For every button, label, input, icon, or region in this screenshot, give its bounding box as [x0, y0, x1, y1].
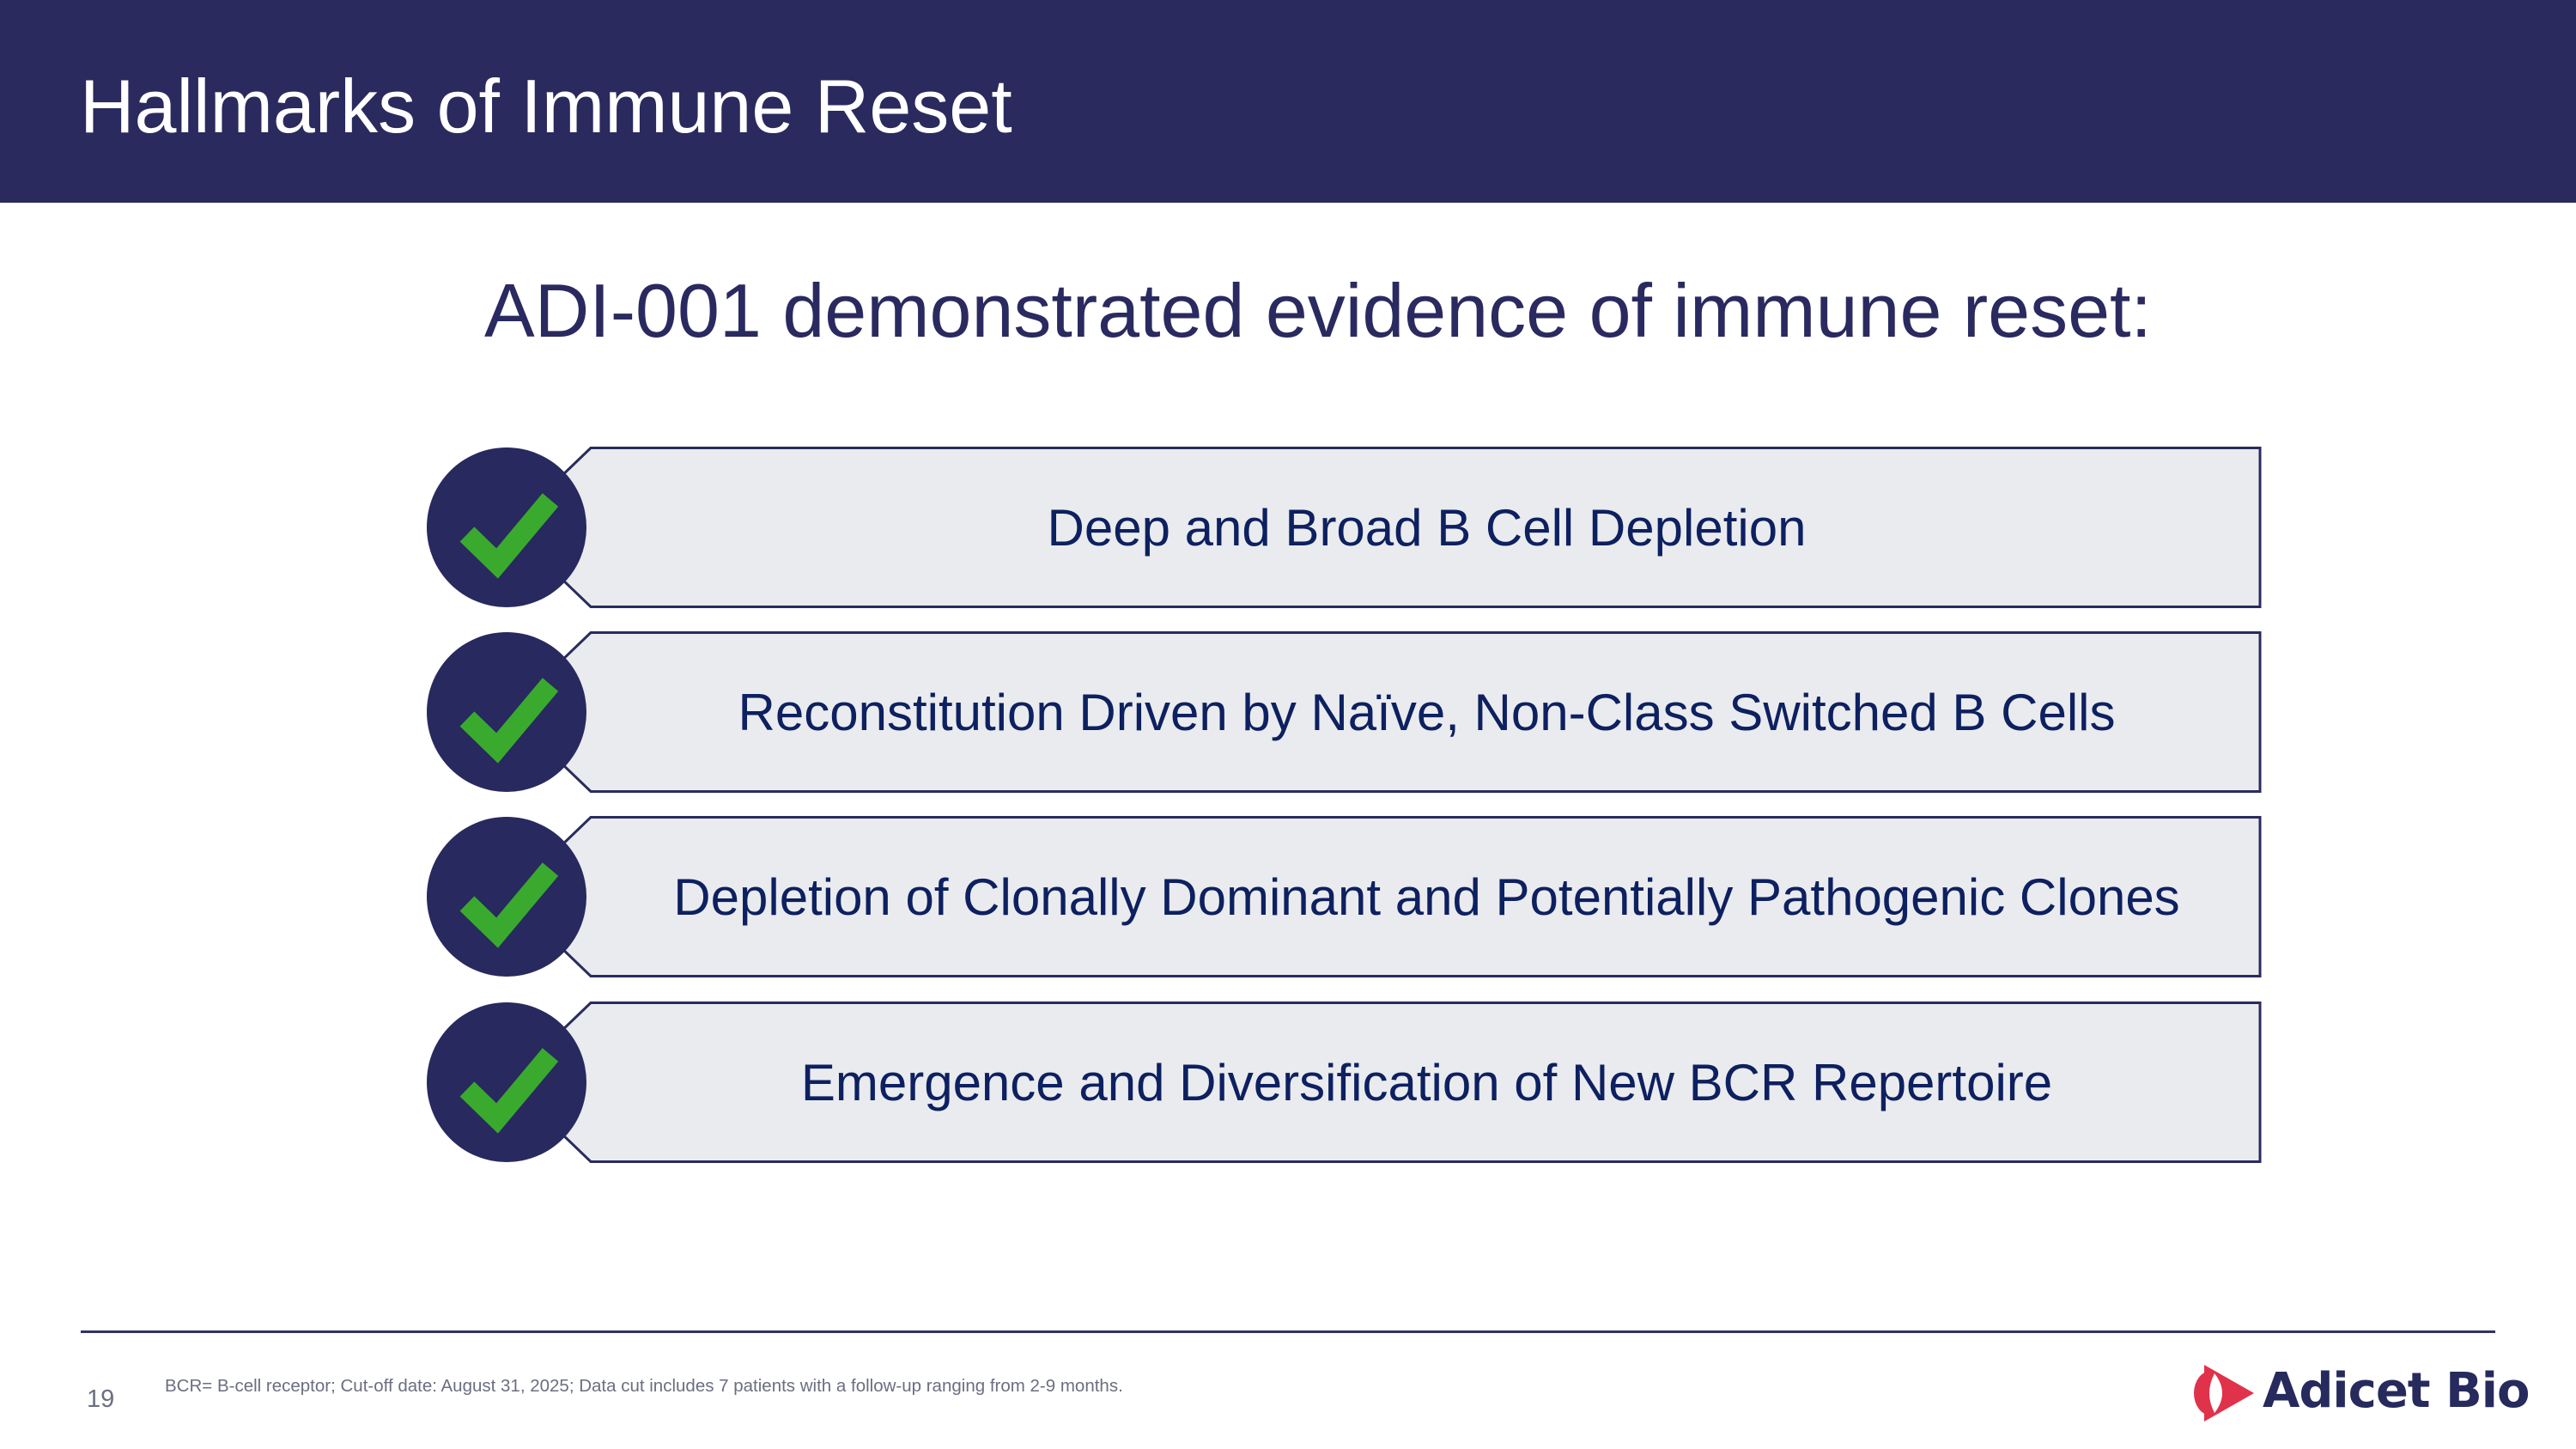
page-number: 19	[87, 1385, 115, 1413]
hallmark-item: Emergence and Diversification of New BCR…	[421, 1002, 2263, 1163]
hallmark-item: Reconstitution Driven by Naïve, Non-Clas…	[421, 631, 2263, 793]
slide-title: Hallmarks of Immune Reset	[80, 64, 1012, 149]
hallmark-label: Depletion of Clonally Dominant and Poten…	[673, 868, 2180, 926]
hallmark-label: Reconstitution Driven by Naïve, Non-Clas…	[738, 683, 2116, 741]
hallmark-item: Deep and Broad B Cell Depletion	[421, 447, 2263, 608]
logo-mark-icon	[2194, 1365, 2254, 1422]
check-badge	[427, 817, 586, 977]
logo-wordmark: Adicet Bio	[2263, 1363, 2530, 1419]
check-badge	[427, 447, 586, 607]
footnote: BCR= B-cell receptor; Cut-off date: Augu…	[165, 1376, 1123, 1396]
footer-divider	[81, 1330, 2495, 1333]
hallmark-label: Emergence and Diversification of New BCR…	[800, 1053, 2053, 1111]
check-badge	[427, 1002, 586, 1162]
checkmark-icon	[459, 862, 559, 948]
slide-subtitle: ADI-001 demonstrated evidence of immune …	[484, 268, 2152, 353]
checkmark-icon	[459, 493, 559, 579]
checkmark-icon	[459, 1048, 559, 1134]
hallmark-item: Depletion of Clonally Dominant and Poten…	[421, 816, 2263, 977]
checkmark-icon	[459, 678, 559, 764]
title-bar: Hallmarks of Immune Reset	[0, 0, 2576, 203]
company-logo: Adicet Bio	[2192, 1361, 2530, 1425]
hallmark-label: Deep and Broad B Cell Depletion	[1047, 498, 1807, 557]
check-badge	[427, 632, 586, 792]
